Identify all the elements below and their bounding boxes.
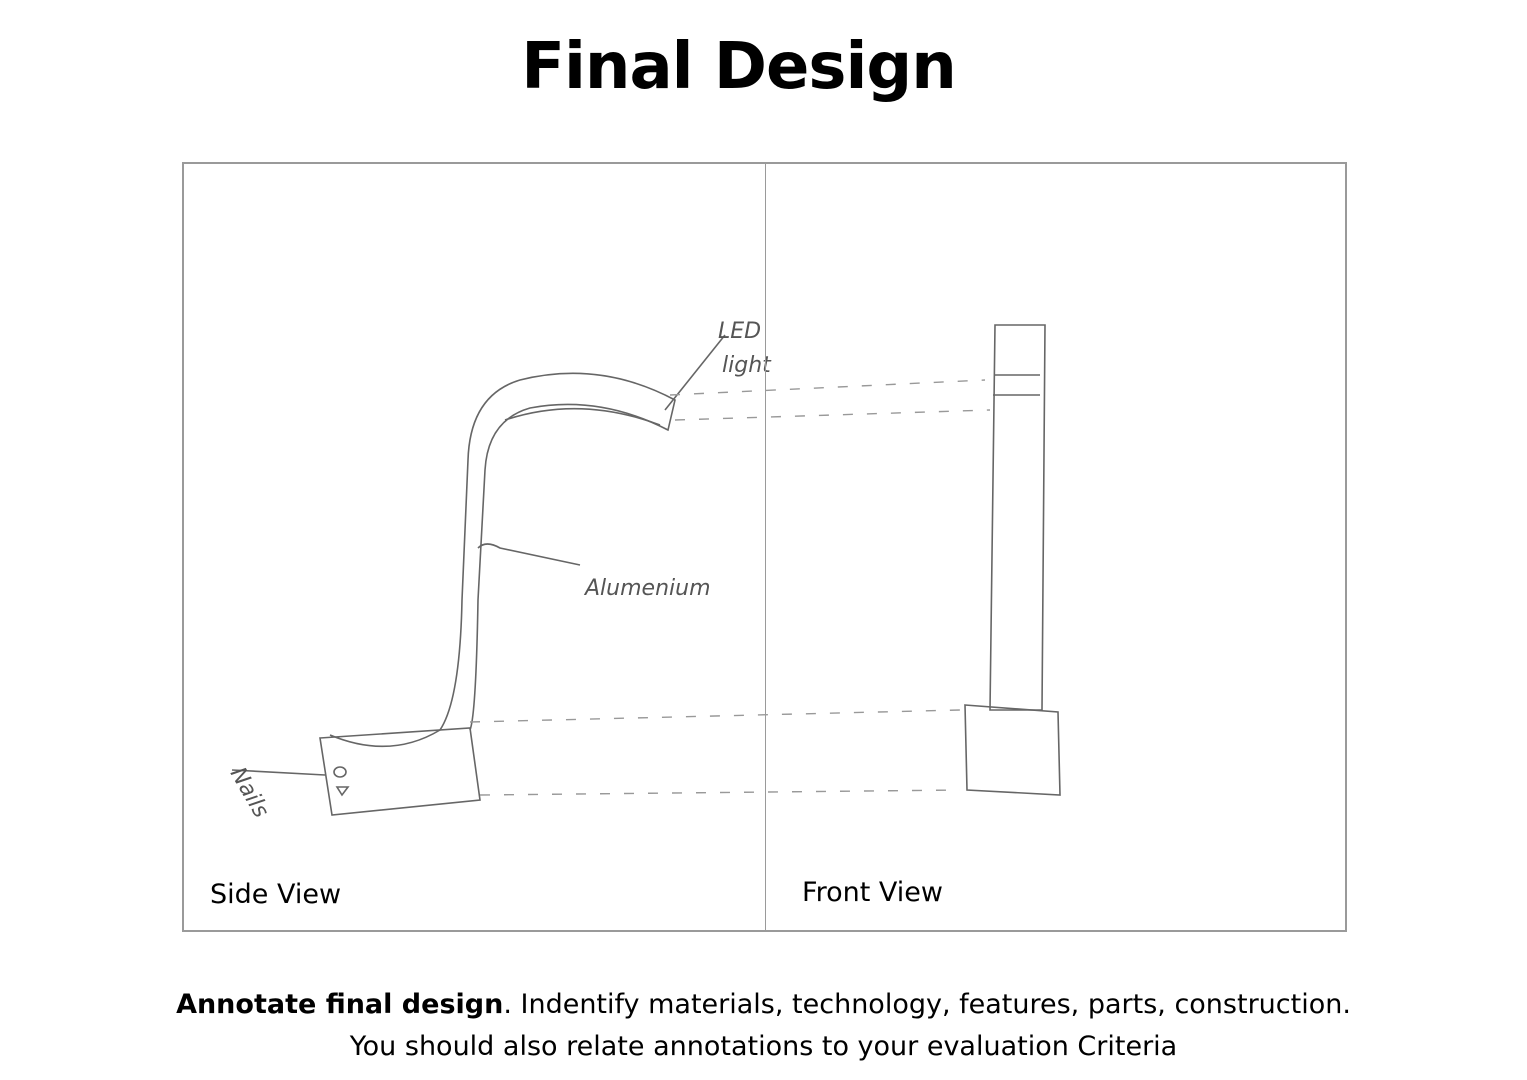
led-leader-line — [664, 334, 726, 411]
front-base-sketch — [964, 704, 1061, 796]
projection-line — [669, 379, 986, 396]
led-strip-sketch — [504, 407, 661, 426]
projection-line — [479, 789, 961, 796]
aluminium-leader-line — [477, 543, 581, 566]
instructions-line-1: Annotate final design. Indentify materia… — [0, 984, 1527, 1026]
lamp-arm-sketch — [329, 372, 676, 748]
front-view-label: Front View — [802, 877, 943, 908]
side-view-label: Side View — [210, 879, 342, 910]
nail-hole-sketch — [333, 766, 347, 778]
instructions-line-2: You should also relate annotations to yo… — [349, 1031, 1178, 1062]
projection-line — [674, 409, 991, 421]
projection-line — [469, 709, 961, 723]
front-view-panel: Front View — [765, 162, 1347, 932]
instructions-bold: Annotate final design — [176, 989, 504, 1020]
base-block-sketch — [319, 727, 481, 816]
nail-hole-sketch — [335, 786, 350, 797]
page-title: Final Design — [521, 30, 957, 104]
annotation-light: light — [722, 353, 772, 378]
instructions-rest: . Indentify materials, technology, featu… — [503, 989, 1351, 1020]
annotation-led: LED — [718, 319, 761, 344]
nails-leader-line — [231, 769, 326, 776]
side-view-panel: Side View — [182, 162, 766, 932]
annotation-aluminium: Alumenium — [583, 576, 711, 601]
